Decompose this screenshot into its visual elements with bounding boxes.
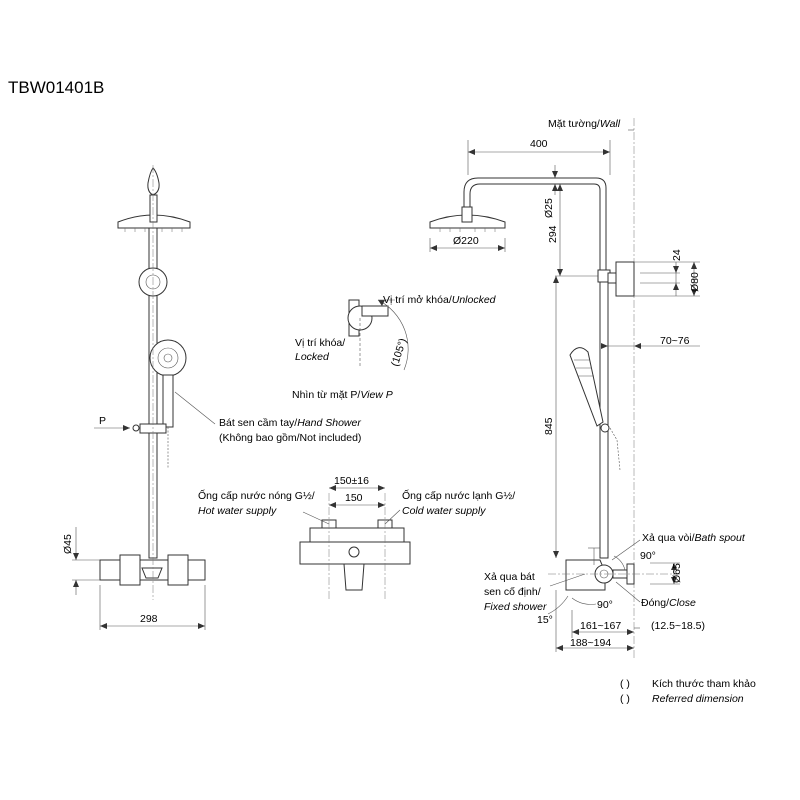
dim-294: 294 [547, 225, 559, 243]
hand-shower-handle [162, 374, 174, 428]
hand-shower-head [149, 339, 187, 377]
legend-ref-en: Referred dimension [652, 693, 744, 705]
dim-arm-length-400: 400 [530, 138, 548, 150]
head-arm [149, 194, 158, 223]
front-view: Ø45 298 P Bát sen cầm tay/Hand Shower (K… [62, 165, 361, 630]
unlocked-label: Vị trí mở khóa/Unlocked [383, 294, 497, 306]
legend-ref-vi: Kích thước tham khảo [652, 678, 756, 690]
locked-label-vi: Vị trí khóa/ [295, 337, 345, 349]
fixed-shower-label-2: sen cố định/ [484, 586, 541, 598]
top-cap [147, 167, 160, 196]
angle-15: 15° [537, 614, 553, 626]
mixer-spout [141, 567, 163, 579]
dim-diameter-45: Ø45 [62, 534, 74, 554]
lever-unlocked [361, 305, 389, 317]
dim-24: 24 [671, 249, 683, 261]
fixed-shower-label-1: Xả qua bát [484, 571, 535, 583]
close-label: Đóng/Close [641, 597, 696, 609]
view-p-marker: P [99, 415, 106, 427]
dim-diameter-80: Ø80 [689, 272, 701, 292]
angle-90-top: 90° [640, 550, 656, 562]
locked-label-en: Locked [295, 351, 330, 363]
hot-supply-label-vi: Ống cấp nước nóng G½/ [198, 488, 315, 502]
legend-paren-2: ( ) [620, 693, 630, 705]
dim-188-194: 188~194 [570, 637, 611, 649]
dim-spacing: 150 [345, 492, 363, 504]
side-hand-shower [569, 347, 604, 427]
dim-70-76: 70~76 [660, 335, 690, 347]
wall-label: Mặt tường/Wall [548, 118, 621, 130]
dim-width-298: 298 [140, 613, 158, 625]
dim-spacing-range: 150±16 [334, 475, 369, 487]
not-included-label: (Không bao gồm/Not included) [219, 432, 361, 444]
dim-diameter-25: Ø25 [543, 198, 555, 218]
hot-supply-label-en: Hot water supply [198, 505, 277, 517]
view-p-label: Nhìn từ mặt P/View P [292, 389, 393, 401]
bath-spout-label: Xả qua vòi/Bath spout [642, 532, 746, 544]
angle-90-bottom: 90° [597, 599, 613, 611]
view-p-detail: Vị trí mở khóa/Unlocked Vị trí khóa/ Loc… [292, 294, 497, 401]
cold-supply-label-vi: Ống cấp nước lạnh G½/ [402, 488, 515, 502]
fixed-shower-label-en: Fixed shower [484, 601, 547, 613]
mixer-outlet [343, 563, 365, 591]
legend: ( ) Kích thước tham khảo ( ) Referred di… [620, 678, 756, 705]
legend-paren-1: ( ) [620, 678, 630, 690]
mixer-detail: 150±16 150 Ống cấp nước nóng G½/ Hot wat… [198, 475, 515, 600]
cold-supply-label-en: Cold water supply [402, 505, 486, 517]
side-view: Mặt tường/Wall 400 Ø220 Ø25 [429, 118, 746, 660]
dim-12-18: (12.5~18.5) [651, 620, 705, 632]
shower-arm-top [463, 177, 607, 276]
dim-161-167: 161~167 [580, 620, 621, 632]
model-number: TBW01401B [8, 78, 104, 97]
side-wall-bracket [615, 261, 635, 297]
hand-shower-label: Bát sen cầm tay/Hand Shower [219, 417, 361, 429]
dim-diameter-65: Ø65 [671, 563, 683, 583]
dim-diameter-220: Ø220 [453, 235, 479, 247]
dim-845: 845 [543, 417, 555, 435]
